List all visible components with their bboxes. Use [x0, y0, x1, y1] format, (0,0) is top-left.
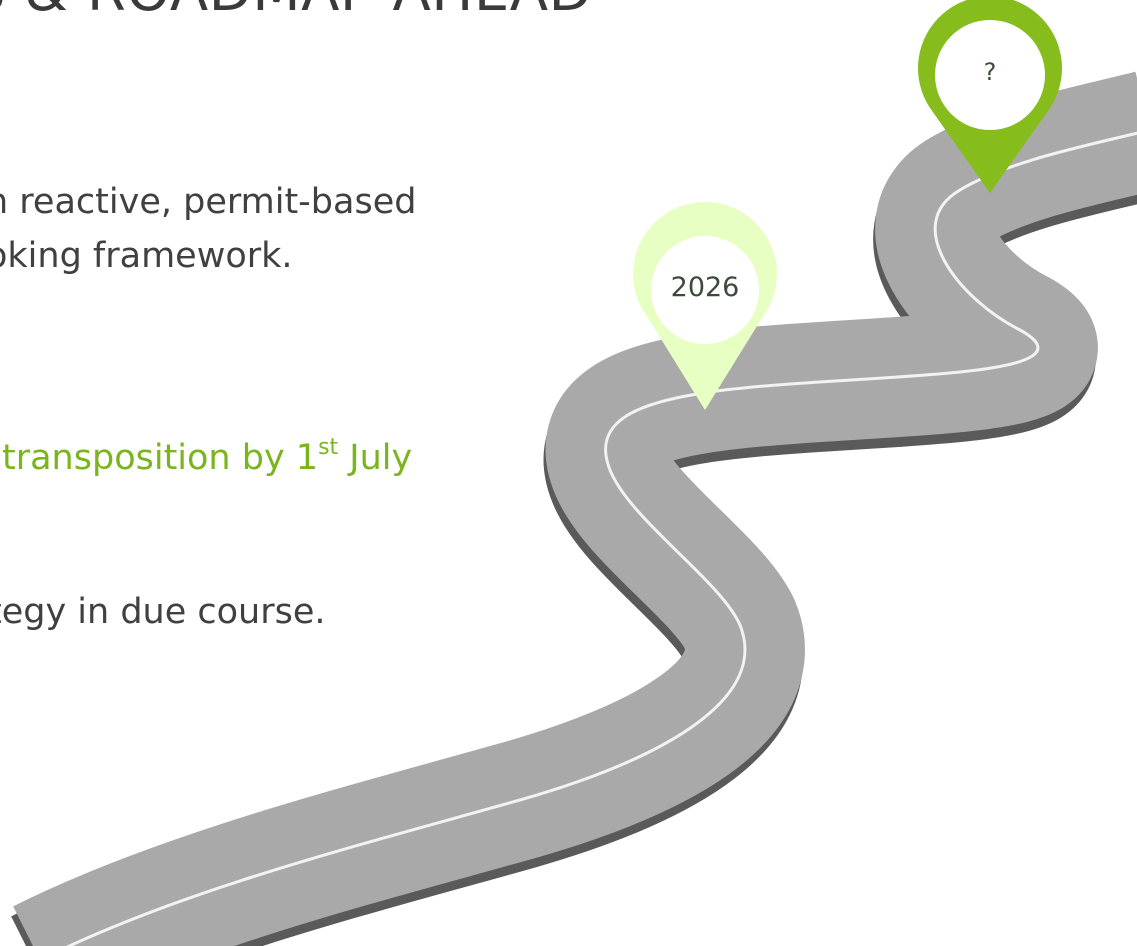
road-body: [13, 71, 1137, 946]
road-center-line: [65, 131, 1137, 946]
body-line-2: oking framework.: [0, 234, 293, 278]
body-line-4: tegy in due course.: [0, 590, 326, 634]
body-line-1-text: n reactive, permit-based: [0, 182, 417, 222]
pin-label-2026: 2026: [670, 272, 740, 303]
body-line-4-text: tegy in due course.: [0, 592, 326, 632]
body-line-3-text: transposition by 1: [2, 438, 319, 478]
map-pin-2026-icon: [633, 202, 777, 410]
body-line-1: n reactive, permit-based: [0, 180, 416, 224]
body-line-3-superscript: st: [318, 435, 339, 461]
body-line-2-text: oking framework.: [0, 236, 293, 276]
map-pin-future-icon: [918, 0, 1062, 193]
pin-label-future: ?: [983, 58, 997, 86]
slide-title: S & ROADMAP AHEAD: [0, 0, 592, 22]
body-line-3-highlight: transposition by 1st July: [2, 436, 412, 480]
body-line-3-tail: July: [338, 438, 413, 478]
